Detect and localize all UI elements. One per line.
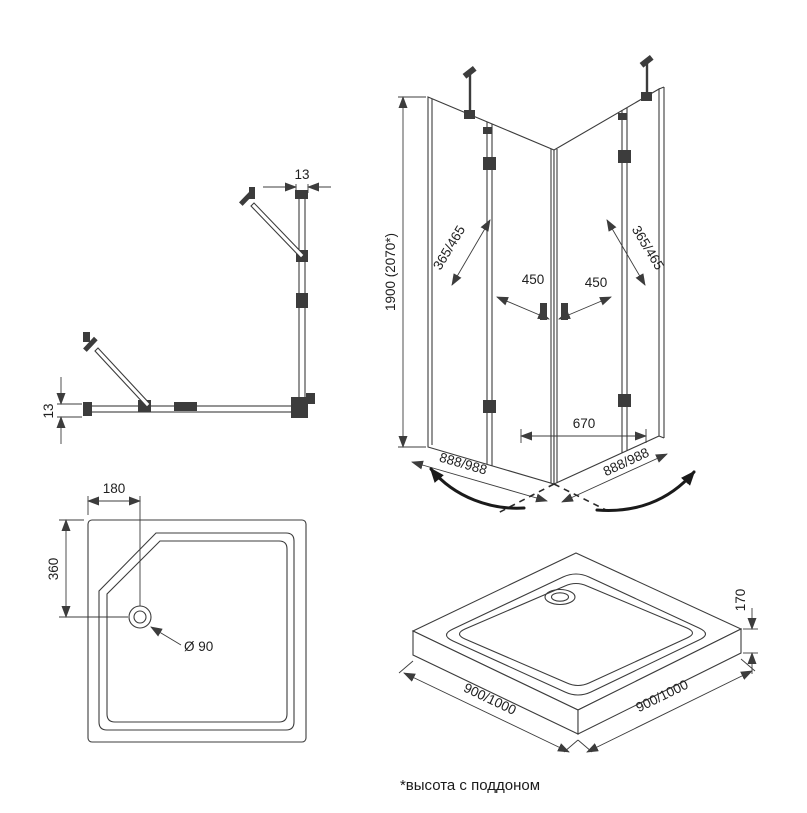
door-knob-left bbox=[83, 332, 90, 342]
dim-label-left-door-width: 450 bbox=[522, 272, 545, 287]
dim-label-entry-opening: 670 bbox=[573, 416, 596, 431]
tray-outer-edge bbox=[87, 519, 307, 743]
dim-enclosure-height: 1900 (2070*) bbox=[383, 96, 426, 448]
dim-label-frame-left-offset: 13 bbox=[41, 403, 56, 418]
dim-label-frame-top-offset: 13 bbox=[294, 167, 309, 182]
clamp-left-top bbox=[483, 127, 492, 134]
support-post-left-clamp bbox=[464, 110, 475, 119]
hinge-right-lower bbox=[618, 394, 631, 407]
dim-right-door-width: 450 bbox=[558, 275, 612, 320]
dim-drain-diameter: Ø 90 bbox=[150, 626, 213, 654]
swing-arrow-right bbox=[595, 470, 696, 512]
clamp-right-top bbox=[618, 113, 627, 120]
tray-rim-inner bbox=[106, 540, 288, 723]
dim-left-door-width: 450 bbox=[496, 272, 550, 320]
hinge-right-upper bbox=[618, 150, 631, 163]
support-post-right-cap bbox=[639, 54, 654, 68]
glass-edge-bottom-tick bbox=[658, 435, 665, 439]
door-open-projection-right bbox=[553, 483, 613, 514]
tray-iso-view: 170 900/1000 900/1000 bbox=[398, 552, 758, 753]
hinge-block-lower bbox=[296, 293, 308, 308]
left-wall-bracket bbox=[83, 402, 92, 416]
swing-arrow-left bbox=[429, 467, 526, 510]
dim-entry-opening: 670 bbox=[520, 416, 647, 443]
dim-frame-top-offset: 13 bbox=[263, 167, 331, 193]
dim-frame-left-offset: 13 bbox=[41, 377, 82, 444]
drain-iso-inner bbox=[550, 592, 570, 602]
drain-inner-circle bbox=[133, 610, 147, 624]
drain-iso-outer bbox=[544, 588, 576, 606]
profile-connector bbox=[174, 402, 197, 411]
dim-label-drain-offset-y: 360 bbox=[46, 558, 61, 581]
door-open-left bbox=[94, 347, 151, 408]
tray-plan-view: 180 360 Ø 90 bbox=[46, 481, 307, 743]
enclosure-iso-view: 1900 (2070*) 365/465 365/465 450 450 670… bbox=[383, 54, 696, 514]
door-open-top bbox=[250, 202, 305, 259]
top-wall-bracket bbox=[295, 190, 308, 199]
corner-tab bbox=[306, 393, 315, 404]
hinge-left-lower bbox=[483, 400, 496, 413]
support-post-right-clamp bbox=[641, 92, 652, 101]
corner-connector bbox=[291, 397, 308, 418]
dim-drain-offset-y: 360 bbox=[46, 519, 128, 618]
dim-drain-offset-x: 180 bbox=[87, 481, 141, 606]
support-post-left-cap bbox=[462, 65, 477, 79]
tray-rim-outer bbox=[98, 532, 295, 731]
door-handle-left bbox=[83, 336, 98, 352]
dim-label-drain-offset-x: 180 bbox=[103, 481, 126, 496]
footnote: *высота с поддоном bbox=[400, 777, 540, 794]
dim-label-tray-height: 170 bbox=[733, 589, 748, 612]
dim-label-right-door-width: 450 bbox=[585, 275, 608, 290]
dim-label-enclosure-height: 1900 (2070*) bbox=[383, 233, 398, 311]
door-swing-indicators bbox=[429, 467, 696, 514]
frame-plan-view: 13 13 bbox=[41, 167, 331, 444]
glass-wall-left bbox=[427, 96, 555, 485]
dim-tray-height: 170 bbox=[733, 589, 758, 674]
glass-edge-top-tick bbox=[658, 86, 665, 90]
door-knob-top bbox=[249, 187, 255, 199]
dim-label-drain-diameter: Ø 90 bbox=[184, 639, 213, 654]
hinge-left-upper bbox=[483, 157, 496, 170]
